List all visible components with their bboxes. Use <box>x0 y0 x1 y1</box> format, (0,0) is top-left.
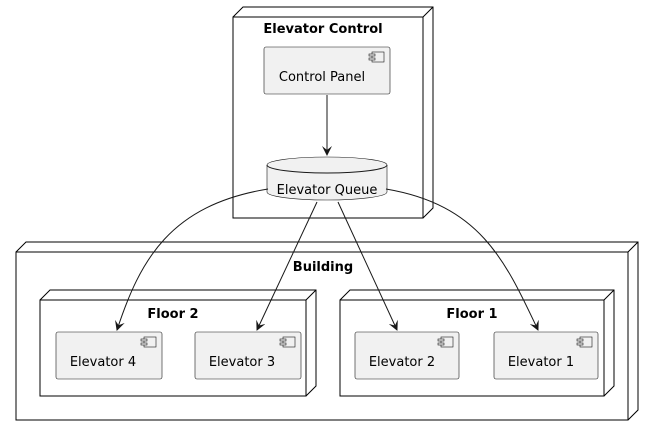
elevator4-component: Elevator 4 <box>55 331 163 380</box>
component-icon <box>279 336 296 348</box>
component-icon <box>437 336 454 348</box>
elevator4-label: Elevator 4 <box>70 355 136 370</box>
building-title: Building <box>293 260 353 275</box>
elevator-control-title: Elevator Control <box>263 22 382 37</box>
component-icon <box>140 336 157 348</box>
edge-queue-to-elevator3 <box>256 201 318 331</box>
component-icon <box>368 51 385 63</box>
elevator3-label: Elevator 3 <box>209 355 275 370</box>
edge-queue-to-elevator1 <box>385 188 539 331</box>
edge-queue-to-elevator2 <box>337 201 398 331</box>
elevator1-component: Elevator 1 <box>493 331 599 380</box>
component-icon <box>576 336 593 348</box>
control-panel-component: Control Panel <box>263 46 391 95</box>
elevator2-component: Elevator 2 <box>354 331 460 380</box>
floor1-title: Floor 1 <box>446 307 497 322</box>
elevator-queue-label: Elevator Queue <box>277 183 378 198</box>
control-panel-label: Control Panel <box>279 70 365 85</box>
elevator3-component: Elevator 3 <box>194 331 302 380</box>
edge-queue-to-elevator4 <box>115 188 269 331</box>
elevator1-label: Elevator 1 <box>508 355 574 370</box>
elevator-queue-database: Elevator Queue <box>266 156 388 201</box>
elevator2-label: Elevator 2 <box>369 355 435 370</box>
floor2-title: Floor 2 <box>147 307 198 322</box>
